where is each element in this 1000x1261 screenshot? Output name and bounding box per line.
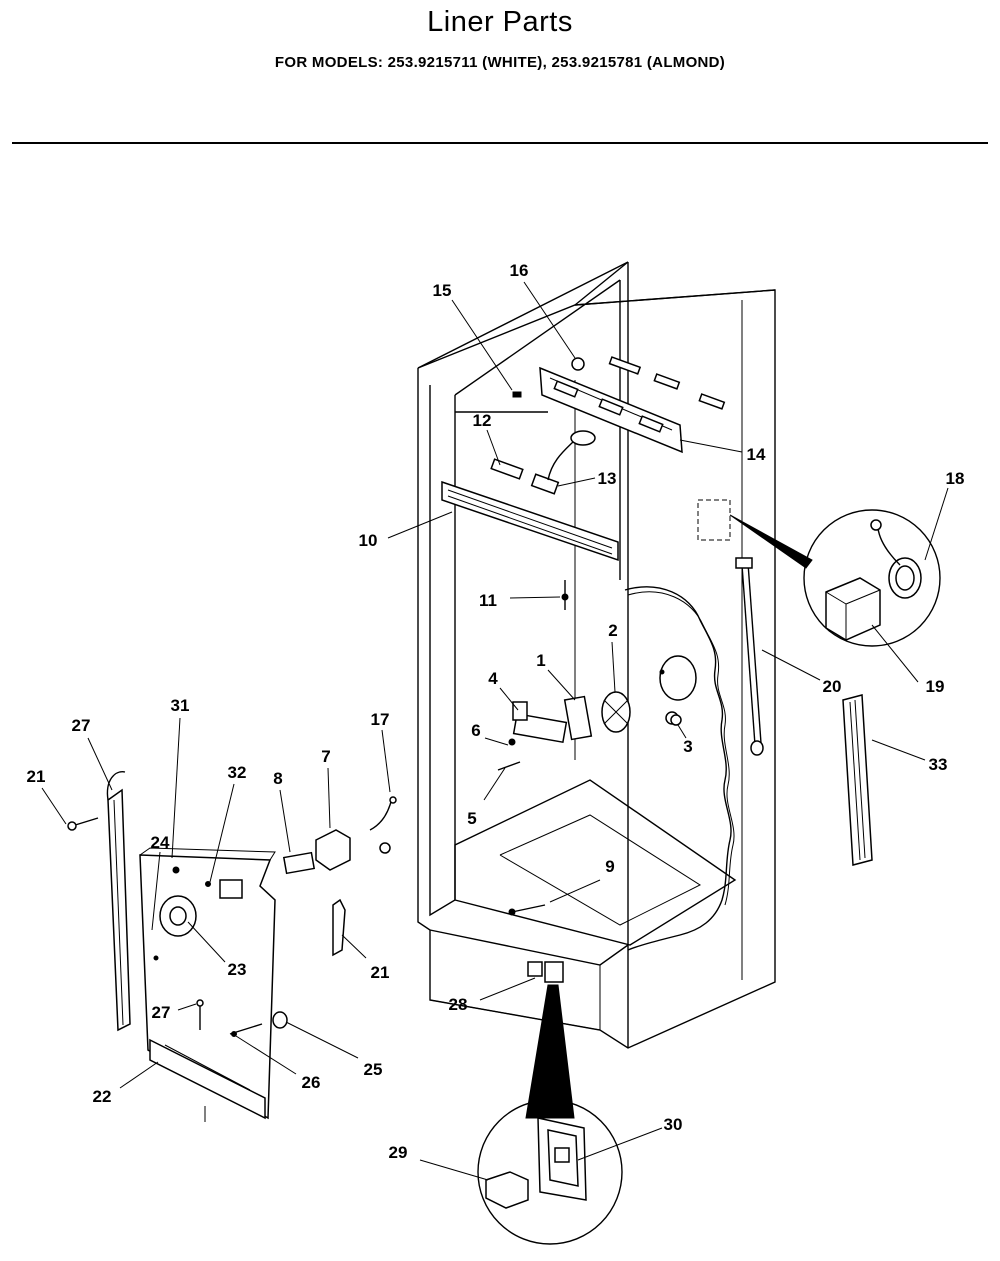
- callout-5: 5: [467, 809, 476, 828]
- callout-26: 26: [302, 1073, 321, 1092]
- trim-strip: [842, 694, 873, 866]
- thermostat-rod: [735, 557, 764, 756]
- callout-14: 14: [747, 445, 766, 464]
- left-trim-strip: [106, 771, 131, 1032]
- callout-33: 33: [929, 755, 948, 774]
- screw-21-left: [67, 817, 99, 831]
- callout-15: 15: [433, 281, 452, 300]
- callout-wedge-upper: [729, 514, 813, 569]
- callout-28: 28: [449, 995, 468, 1014]
- callout-27-lower: 27: [152, 1003, 171, 1022]
- control-parts: [282, 796, 397, 875]
- callout-17: 17: [371, 710, 390, 729]
- callout-16: 16: [510, 261, 529, 280]
- callout-23: 23: [228, 960, 247, 979]
- callout-25: 25: [364, 1060, 383, 1079]
- header-divider: [12, 142, 988, 144]
- detail-circle-switch: [477, 1099, 623, 1245]
- callout-19: 19: [926, 677, 945, 696]
- callout-1: 1: [536, 651, 545, 670]
- callout-2: 2: [608, 621, 617, 640]
- switch-28: [544, 961, 564, 983]
- tube-clip: [561, 593, 569, 601]
- shelf-rail: [441, 480, 619, 562]
- callout-21-left: 21: [27, 767, 46, 786]
- fan-assembly: [512, 655, 697, 744]
- models-subtitle: FOR MODELS: 253.9215711 (WHITE), 253.921…: [274, 54, 726, 71]
- callout-27-upper: 27: [72, 716, 91, 735]
- callout-24: 24: [151, 833, 170, 852]
- evaporator-cover-panel: [139, 847, 276, 1120]
- callout-32: 32: [228, 763, 247, 782]
- bracket-21-right: [332, 898, 346, 957]
- callout-12: 12: [473, 411, 492, 430]
- callout-21-right: 21: [371, 963, 390, 982]
- callout-30: 30: [664, 1115, 683, 1134]
- callout-20: 20: [823, 677, 842, 696]
- callout-29: 29: [389, 1143, 408, 1162]
- callout-11: 11: [479, 591, 497, 610]
- callout-4: 4: [488, 669, 498, 688]
- callout-8: 8: [273, 769, 282, 788]
- light-assembly: [490, 430, 596, 495]
- screw-26: [229, 1023, 263, 1035]
- callout-wedge-lower: [525, 984, 575, 1119]
- callout-9: 9: [605, 857, 614, 876]
- leader-lines: [41, 281, 949, 1181]
- callout-7: 7: [321, 747, 330, 766]
- screw-3: [670, 714, 682, 726]
- liner-cabinet: [417, 261, 776, 1049]
- detail-circle-control: [803, 509, 941, 647]
- callout-13: 13: [598, 469, 617, 488]
- callout-3: 3: [683, 737, 692, 756]
- callout-31: 31: [171, 696, 190, 715]
- page-title: Liner Parts: [427, 6, 573, 38]
- drain-tube: [511, 904, 546, 913]
- callout-10: 10: [359, 531, 378, 550]
- callout-22: 22: [93, 1087, 112, 1106]
- callout-18: 18: [946, 469, 965, 488]
- control-location-box: [697, 499, 731, 541]
- callout-labels: 16 15 12 14 13 18 10 11 2 1 20 19 4 6 3 …: [27, 261, 965, 1162]
- callout-6: 6: [471, 721, 480, 740]
- screw-5: [497, 761, 521, 771]
- grommet-25: [272, 1011, 288, 1029]
- screw-6: [508, 738, 516, 746]
- top-rail-assembly: [455, 356, 726, 454]
- screw-27-head: [196, 999, 204, 1007]
- switch-28-housing: [527, 961, 543, 977]
